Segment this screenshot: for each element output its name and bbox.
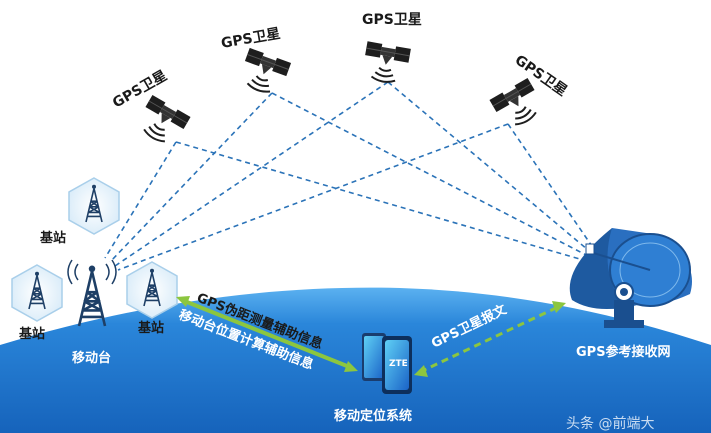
tower-icon bbox=[77, 264, 107, 328]
satellite-label-3: GPS卫星 bbox=[362, 12, 422, 28]
green-link-station-phone bbox=[176, 296, 358, 372]
satellite-icon bbox=[236, 46, 293, 99]
link-sat4-dish bbox=[507, 123, 597, 253]
base-station-label-right: 基站 bbox=[137, 320, 164, 336]
base-station-label-left: 基站 bbox=[18, 326, 45, 342]
link-sat4-station bbox=[117, 123, 509, 271]
link-sat2-station bbox=[109, 92, 273, 263]
mobile-station bbox=[67, 259, 117, 328]
dish-icon bbox=[569, 228, 692, 328]
reference-network-label: GPS参考接收网 bbox=[576, 344, 671, 360]
link-sat1-station bbox=[104, 141, 177, 259]
green-link-phone-dish bbox=[414, 301, 566, 377]
watermark-text: 头条 @前端大 bbox=[566, 415, 654, 432]
base-station-right bbox=[126, 261, 178, 319]
mobile-station-label: 移动台 bbox=[72, 350, 111, 366]
base-station-label-top: 基站 bbox=[39, 230, 66, 246]
link-sat1-dish bbox=[175, 141, 591, 263]
signal-links bbox=[104, 81, 597, 271]
phone-brand-text: ZTE bbox=[389, 359, 408, 369]
base-station-left bbox=[11, 264, 63, 322]
link-sat3-station bbox=[114, 81, 389, 267]
earth-surface bbox=[0, 287, 711, 433]
link-sat2-dish bbox=[271, 92, 593, 259]
satellite-icon bbox=[360, 40, 412, 87]
phone-icon: ZTE bbox=[362, 333, 412, 394]
satellite-icon bbox=[488, 76, 548, 133]
satellite-icon bbox=[132, 93, 192, 150]
positioning-system-label: 移动定位系统 bbox=[334, 408, 412, 424]
base-station-top bbox=[68, 177, 120, 235]
satellite-label-2: GPS卫星 bbox=[220, 26, 282, 52]
